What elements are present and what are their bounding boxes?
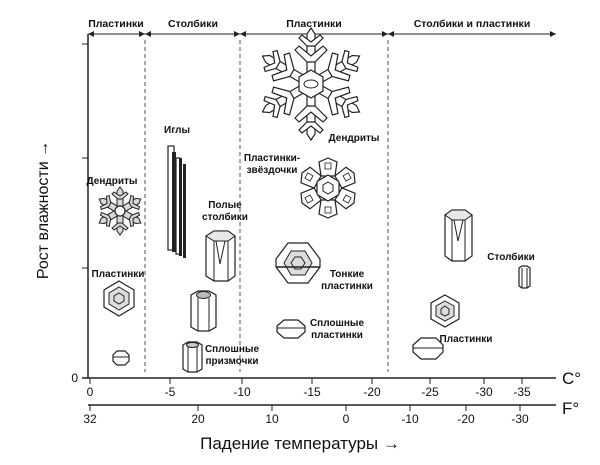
- column-icon: [205, 230, 236, 282]
- f-tick-3: 0: [343, 412, 350, 426]
- c-tick-5: -25: [421, 385, 439, 399]
- c-tick-7: -35: [513, 385, 531, 399]
- label-dendrites-left: Дендриты: [87, 176, 138, 187]
- hex-plate-icon: [412, 337, 444, 360]
- region-label-columns: Столбики: [168, 18, 218, 30]
- hex-plate-icon: [112, 350, 130, 366]
- y-zero: 0: [71, 371, 78, 385]
- hex-plate-icon: [275, 242, 321, 284]
- label-plates-left: Пластинки: [92, 269, 145, 280]
- region-label-plates-1: Пластинки: [88, 18, 144, 30]
- f-tick-2: 10: [265, 412, 279, 426]
- celsius-unit: C°: [562, 369, 581, 388]
- hex-plate-icon: [430, 294, 460, 328]
- column-icon: [444, 209, 473, 262]
- label-star-plates: Пластинки-звёздочки: [244, 153, 300, 176]
- c-tick-6: -30: [475, 385, 493, 399]
- snowflake-icon: [296, 157, 360, 219]
- needle-icon: [167, 145, 186, 258]
- column-icon: [190, 290, 217, 332]
- hex-plate-icon: [276, 319, 306, 339]
- c-tick-3: -15: [303, 385, 321, 399]
- c-tick-4: -20: [363, 385, 381, 399]
- column-icon: [182, 341, 203, 373]
- celsius-ticks: 0 -5 -10 -15 -20 -25 -30 -35 C°: [87, 369, 581, 399]
- c-tick-0: 0: [87, 385, 94, 399]
- label-needles: Иглы: [164, 125, 190, 136]
- label-dendrites-top: Дендриты: [329, 133, 380, 144]
- label-plates-right: Пластинки: [440, 334, 493, 345]
- x-axis-label: Падение температуры →: [200, 434, 400, 453]
- region-header: Пластинки Столбики Пластинки Столбики и …: [88, 18, 556, 37]
- c-tick-1: -5: [165, 385, 176, 399]
- snowflake-icon: [94, 186, 146, 236]
- region-label-columns-plates: Столбики и пластинки: [414, 18, 531, 30]
- f-tick-4: -10: [401, 412, 419, 426]
- column-icon: [518, 265, 531, 289]
- fahrenheit-axis: 32 20 10 0 -10 -20 -30 F°: [83, 399, 579, 426]
- snowflake-icon: [253, 26, 369, 141]
- f-tick-1: 20: [191, 412, 205, 426]
- c-tick-2: -10: [233, 385, 251, 399]
- label-columns-right: Столбики: [487, 251, 535, 263]
- fahrenheit-unit: F°: [562, 399, 579, 418]
- f-tick-6: -30: [511, 412, 529, 426]
- f-tick-0: 32: [83, 412, 97, 426]
- region-label-plates-2: Пластинки: [286, 18, 342, 30]
- y-axis-label: Рост влажности →: [35, 141, 52, 279]
- axes: 0 Рост влажности → 0 -5 -10 -15 -20 -25 …: [35, 34, 581, 453]
- hex-plate-icon: [103, 280, 135, 317]
- f-tick-5: -20: [457, 412, 475, 426]
